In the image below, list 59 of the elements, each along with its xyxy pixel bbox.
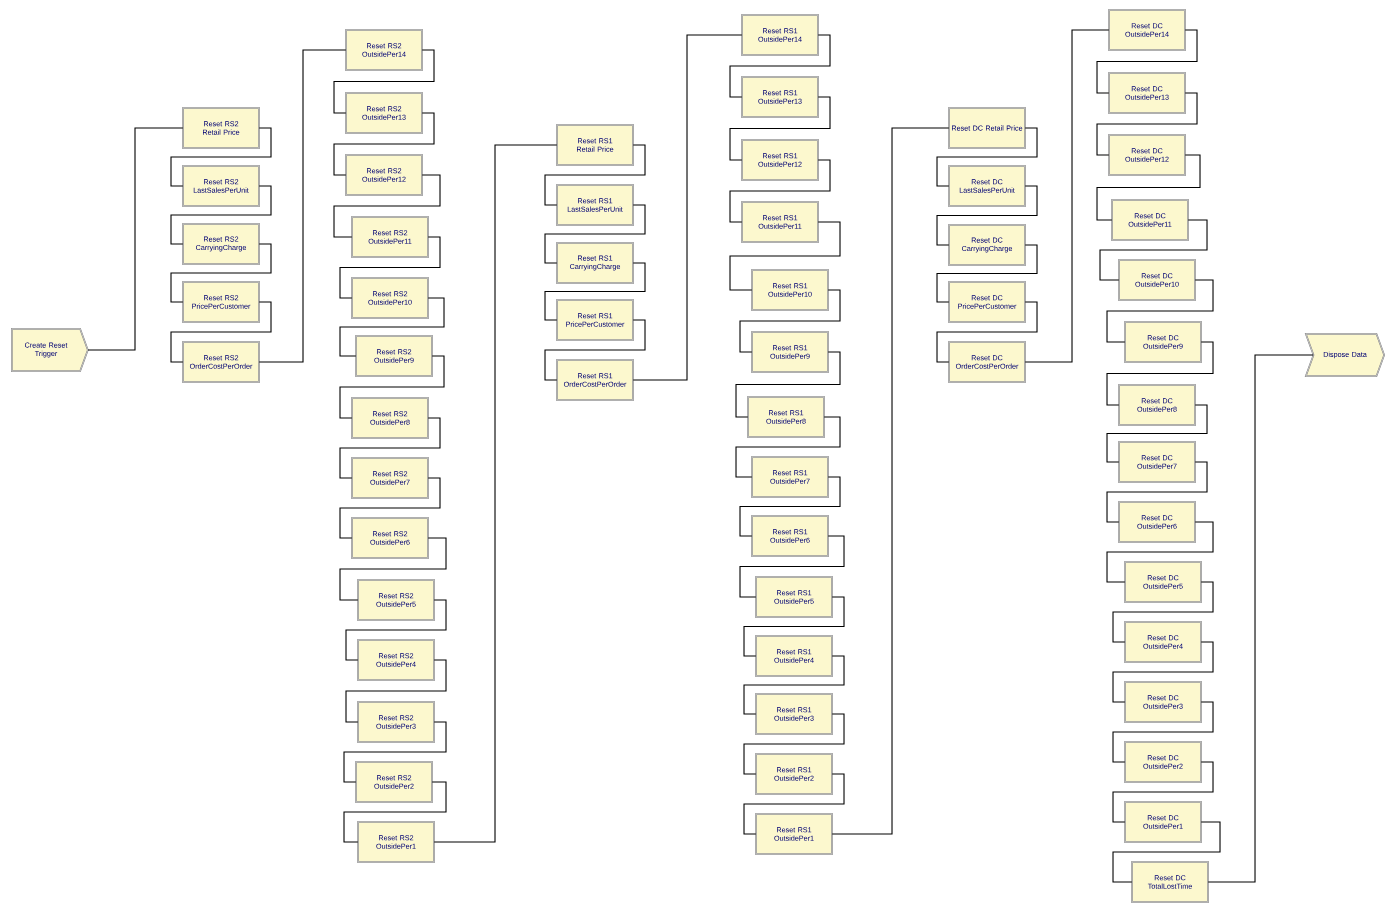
connector bbox=[1112, 581, 1214, 643]
connector bbox=[1099, 219, 1208, 281]
connector bbox=[339, 355, 445, 419]
connector bbox=[936, 185, 1038, 246]
connector bbox=[333, 112, 435, 176]
connector bbox=[333, 174, 441, 238]
connector bbox=[743, 713, 845, 775]
connector bbox=[339, 297, 445, 357]
connector bbox=[743, 596, 845, 657]
connector bbox=[743, 773, 845, 835]
connector bbox=[1106, 461, 1208, 523]
connector bbox=[339, 417, 441, 479]
connector bbox=[729, 159, 831, 223]
connector bbox=[1106, 279, 1214, 343]
connector bbox=[170, 127, 272, 187]
connector bbox=[1096, 154, 1201, 221]
connector bbox=[339, 537, 447, 601]
connector bbox=[729, 221, 841, 291]
connector bbox=[735, 351, 841, 418]
connector bbox=[544, 204, 646, 264]
connector bbox=[1112, 701, 1214, 763]
connector bbox=[1096, 29, 1198, 94]
connector bbox=[544, 144, 646, 206]
connector bbox=[170, 301, 272, 363]
connector bbox=[739, 476, 841, 537]
connector bbox=[433, 144, 558, 843]
connector bbox=[936, 127, 1038, 187]
connector bbox=[1112, 761, 1214, 823]
connector bbox=[1207, 354, 1314, 883]
connector bbox=[831, 127, 950, 835]
connector bbox=[739, 535, 845, 598]
connector bbox=[1112, 641, 1214, 703]
connector bbox=[1112, 821, 1221, 883]
connector bbox=[333, 49, 435, 114]
connector bbox=[544, 319, 646, 381]
connector bbox=[743, 655, 845, 715]
connector bbox=[170, 185, 272, 245]
connector bbox=[729, 96, 831, 161]
connector bbox=[345, 599, 447, 661]
connector bbox=[739, 289, 841, 353]
connector bbox=[1106, 404, 1208, 463]
connector bbox=[1106, 341, 1214, 406]
connector bbox=[632, 34, 743, 381]
connector bbox=[339, 236, 441, 299]
connector bbox=[1106, 521, 1214, 583]
connector bbox=[258, 49, 347, 363]
connector bbox=[544, 262, 646, 321]
connector bbox=[87, 127, 184, 351]
connector bbox=[343, 781, 447, 843]
connector bbox=[345, 659, 447, 723]
connector bbox=[343, 721, 447, 783]
connector bbox=[729, 34, 831, 98]
connector bbox=[339, 477, 441, 539]
connector bbox=[170, 243, 272, 303]
connector bbox=[936, 301, 1038, 363]
connector bbox=[1024, 29, 1110, 363]
connector bbox=[735, 416, 841, 478]
connector bbox=[1096, 92, 1198, 156]
connector bbox=[936, 244, 1038, 303]
